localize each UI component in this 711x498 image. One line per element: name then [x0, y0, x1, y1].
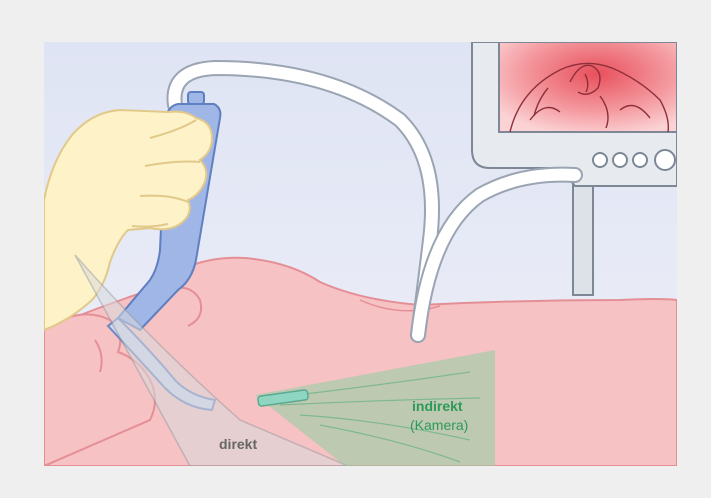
monitor-button-icon — [593, 153, 607, 167]
monitor-icon — [472, 42, 677, 186]
indirect-label: indirekt — [412, 398, 463, 414]
monitor-stand — [573, 185, 593, 295]
monitor-button-icon — [633, 153, 647, 167]
indirect-sublabel: (Kamera) — [410, 417, 468, 433]
direct-label: direkt — [219, 436, 257, 452]
monitor-button-icon — [613, 153, 627, 167]
monitor-knob-icon — [655, 150, 675, 170]
